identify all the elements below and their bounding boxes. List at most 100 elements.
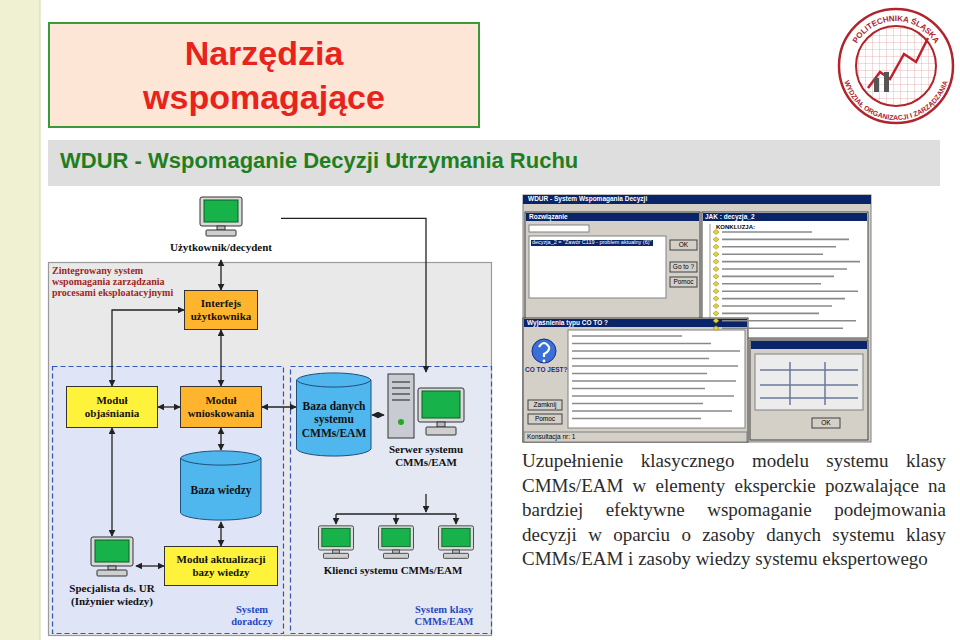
screen-text-line bbox=[572, 373, 707, 375]
connector-arrow bbox=[372, 414, 384, 415]
database-cylinder: Baza danych systemu CMMs/EAM bbox=[296, 372, 372, 458]
tree-diamond bbox=[713, 244, 719, 249]
circle-part bbox=[532, 339, 556, 363]
screen-text-line bbox=[572, 410, 732, 412]
computer-icon bbox=[88, 536, 136, 578]
screen-text: Pomoc bbox=[528, 414, 562, 424]
logo-text: POLITECHNIKA ŚLĄSKA bbox=[851, 14, 941, 45]
rect-part bbox=[703, 213, 867, 221]
rect-part bbox=[812, 418, 840, 428]
tree-diamond bbox=[713, 304, 719, 309]
box-label: Moduł objaśniania bbox=[69, 394, 155, 419]
screen-text-line bbox=[572, 350, 740, 352]
rect-part bbox=[528, 400, 562, 410]
cmms-region: System klasy CMMs/EAM Baza danych systemu… bbox=[290, 366, 492, 634]
screen-text: WDUR - System Wspomagania Decyzji bbox=[528, 196, 647, 203]
rect-part bbox=[755, 354, 863, 410]
region-outline bbox=[291, 367, 492, 634]
module-box: Moduł objaśniania bbox=[66, 386, 158, 428]
logo-arc-text: WYDZIAŁ ORGANIZACJI I ZARZĄDZANIA bbox=[843, 79, 949, 121]
rect-part bbox=[750, 340, 868, 440]
rect-part bbox=[523, 195, 871, 204]
rect-part bbox=[524, 432, 747, 442]
computer-icon bbox=[379, 526, 414, 559]
screen-text: decyzja_2 = "Zawór C119 - problem aktual… bbox=[531, 240, 653, 246]
screen-text-line bbox=[722, 276, 834, 278]
computer-icon-use bbox=[200, 197, 242, 236]
circle-part bbox=[543, 360, 546, 363]
rect-part bbox=[874, 78, 879, 92]
rect-part bbox=[670, 277, 697, 287]
screen-text: Wyjaśnienia typu CO TO ? bbox=[527, 320, 608, 327]
tree-diamond bbox=[713, 326, 719, 331]
path-part bbox=[539, 343, 549, 357]
box-label: Moduł wnioskowania bbox=[183, 394, 259, 419]
rect-part bbox=[523, 195, 871, 442]
screen-text-line bbox=[722, 253, 823, 255]
box-label: Moduł aktualizacji bazy wiedzy bbox=[167, 553, 275, 578]
screen-text-line bbox=[722, 298, 845, 300]
rect-part bbox=[525, 212, 700, 322]
cylinder-label: Baza wiedzy bbox=[190, 484, 251, 497]
screen-text: CO TO JEST? bbox=[525, 367, 568, 374]
screen-text-line bbox=[722, 239, 849, 241]
title-box: Narzędzia wspomagające bbox=[48, 22, 480, 128]
tree-diamond bbox=[713, 296, 719, 301]
tree-diamond bbox=[713, 318, 719, 323]
rect-part bbox=[529, 225, 589, 232]
rect-part bbox=[524, 319, 747, 327]
rect-part bbox=[670, 240, 697, 250]
rect-part bbox=[884, 72, 889, 92]
clients-label: Klienci systemu CMMs/EAM bbox=[300, 564, 486, 577]
connector-arrow bbox=[111, 428, 112, 536]
rect-part bbox=[568, 330, 745, 428]
screen-text-line bbox=[572, 395, 734, 397]
server-icon-use bbox=[388, 374, 464, 438]
subtitle: WDUR - Wspomaganie Decyzji Utrzymania Ru… bbox=[60, 150, 578, 172]
process-box: Interfejs użytkownika bbox=[184, 290, 258, 330]
screen-text: JAK : decyzja_2 bbox=[705, 214, 755, 221]
connector-arrow bbox=[262, 406, 296, 407]
tree-diamond bbox=[713, 281, 719, 286]
rect-part bbox=[529, 236, 666, 298]
region-label: System doradczy bbox=[222, 604, 282, 628]
rect-part bbox=[751, 341, 867, 349]
cylinder-label: Baza danych systemu CMMs/EAM bbox=[299, 400, 369, 440]
connector-arrow bbox=[220, 522, 221, 546]
region-label: System klasy CMMs/EAM bbox=[398, 604, 490, 628]
screen-text: Go to ? bbox=[670, 262, 697, 272]
side-strip bbox=[0, 0, 40, 640]
screen-text-line bbox=[722, 231, 812, 233]
computer-icon bbox=[319, 526, 354, 559]
connector-arrow bbox=[136, 565, 164, 566]
screen-text: OK bbox=[812, 418, 840, 428]
region-outline bbox=[49, 263, 492, 636]
bus-drop bbox=[455, 514, 456, 524]
screen-text: Zamknij bbox=[528, 400, 562, 410]
connector-arrow bbox=[281, 218, 426, 372]
tree-diamond bbox=[713, 252, 719, 257]
computer-icon-use bbox=[91, 537, 133, 576]
screen-text-line bbox=[572, 358, 709, 360]
connector-arrow bbox=[425, 494, 426, 512]
advisory-region: System doradczy Moduł objaśniania Moduł wn… bbox=[52, 366, 284, 634]
screen-text: Konsultacja nr: 1 bbox=[527, 434, 575, 441]
terminal-label: Użytkownik/decydent bbox=[161, 241, 281, 254]
cylinder-body bbox=[297, 373, 372, 456]
screen-text-line bbox=[722, 290, 858, 292]
server-node: Serwer systemu CMMs/EAM bbox=[384, 372, 468, 494]
screen-text: KONKLUZJA: bbox=[716, 224, 755, 230]
system-region: Zintegrowany system wspomagania zarządza… bbox=[48, 262, 492, 636]
cylinder-rim bbox=[297, 380, 372, 387]
bus-drop bbox=[335, 514, 336, 524]
screen-text-line bbox=[722, 305, 832, 307]
screen-text-line bbox=[572, 380, 736, 382]
tree-diamond bbox=[713, 259, 719, 264]
clients-node: Klienci systemu CMMs/EAM bbox=[300, 512, 486, 588]
user-terminal: Użytkownik/decydent bbox=[161, 196, 281, 260]
tree-diamond bbox=[713, 311, 719, 316]
rect-part bbox=[526, 213, 699, 221]
screen-text-line bbox=[722, 261, 860, 263]
